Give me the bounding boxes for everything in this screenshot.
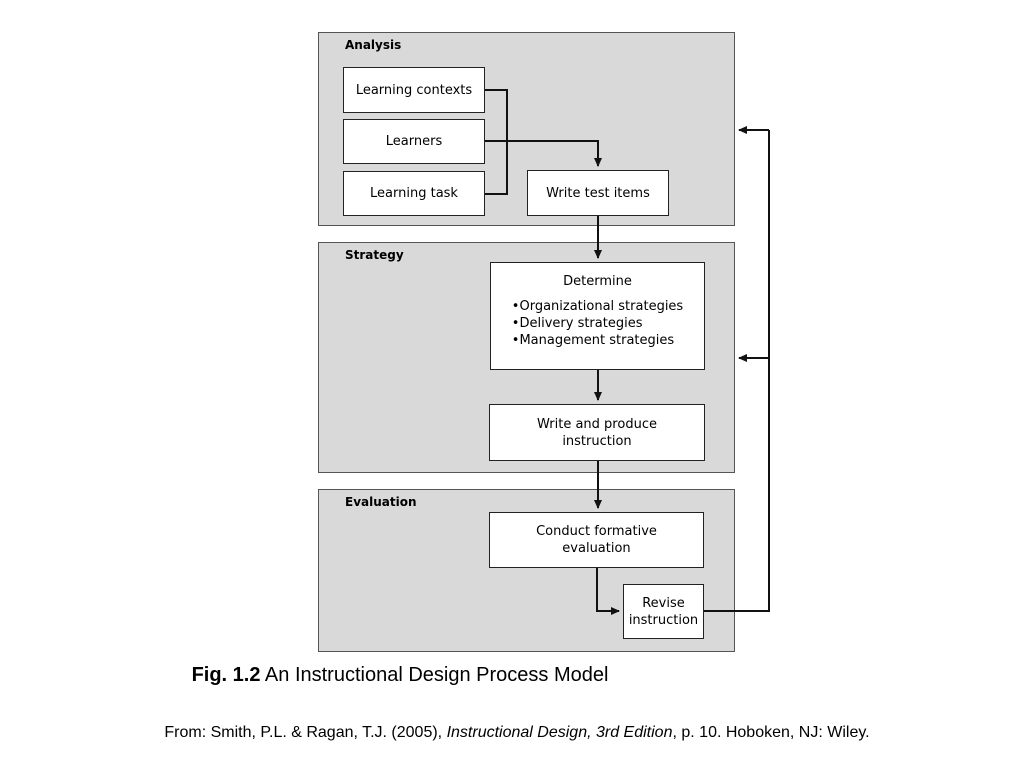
analysis-title: Analysis [345, 38, 402, 52]
node-learning-contexts: Learning contexts [343, 67, 485, 113]
determine-strategy-list: Organizational strategies Delivery strat… [512, 298, 683, 349]
node-conduct-formative-line2: evaluation [562, 541, 631, 556]
source-title: Instructional Design, 3rd Edition [446, 724, 673, 741]
node-write-test-items-label: Write test items [546, 185, 650, 201]
node-write-and-produce-line1: Write and produce [537, 416, 657, 432]
determine-item: Organizational strategies [512, 298, 683, 315]
node-revise-instruction: Revise instruction [623, 584, 704, 639]
node-revise-line2: instruction [628, 612, 699, 628]
node-determine-title: Determine [563, 274, 632, 289]
source-prefix: From: Smith, P.L. & Ragan, T.J. (2005), [164, 724, 447, 741]
source-suffix: , p. 10. Hoboken, NJ: Wiley. [672, 724, 870, 741]
evaluation-title: Evaluation [345, 495, 417, 509]
node-learning-task-label: Learning task [370, 186, 458, 201]
node-conduct-formative: Conduct formative evaluation [489, 512, 704, 568]
source-citation: From: Smith, P.L. & Ragan, T.J. (2005), … [0, 724, 1024, 742]
node-write-test-items: Write test items [527, 170, 669, 216]
figure-label: Fig. 1.2 [191, 664, 261, 686]
determine-item: Delivery strategies [512, 315, 683, 332]
node-learning-task: Learning task [343, 171, 485, 216]
figure-title: An Instructional Design Process Model [260, 664, 609, 686]
figure-caption: Fig. 1.2 An Instructional Design Process… [0, 664, 800, 687]
node-learning-contexts-label: Learning contexts [355, 82, 473, 98]
node-write-and-produce-line2: instruction [562, 433, 632, 449]
node-write-and-produce: Write and produce instruction [489, 404, 705, 461]
strategy-title: Strategy [345, 248, 404, 262]
determine-item: Management strategies [512, 332, 683, 349]
node-conduct-formative-line1: Conduct formative [536, 524, 657, 539]
node-determine: Determine Organizational strategies Deli… [490, 262, 705, 370]
node-learners-label: Learners [385, 134, 443, 149]
node-learners: Learners [343, 119, 485, 164]
node-revise-line1: Revise [642, 595, 685, 611]
